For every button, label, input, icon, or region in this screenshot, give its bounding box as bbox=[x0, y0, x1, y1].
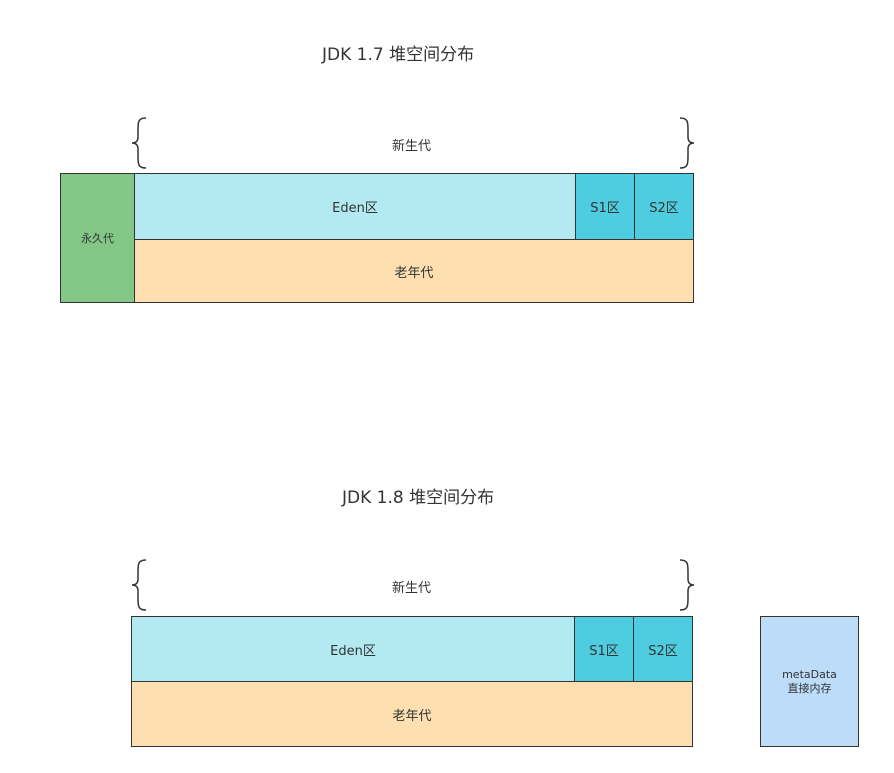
jdk18-young-brace-left bbox=[131, 559, 147, 611]
jdk17-s1-box: S1区 bbox=[575, 173, 635, 240]
jdk18-metadata-label: metaData bbox=[782, 667, 837, 681]
jdk18-s1-label: S1区 bbox=[589, 643, 619, 659]
jdk18-s2-label: S2区 bbox=[648, 643, 678, 659]
jdk18-s1-box: S1区 bbox=[574, 616, 634, 682]
jdk18-eden-box: Eden区 bbox=[131, 616, 575, 682]
jdk17-young-gen-label: 新生代 bbox=[392, 139, 432, 154]
jdk18-old-gen-box: 老年代 bbox=[131, 681, 693, 747]
jdk17-young-brace-right bbox=[679, 117, 695, 169]
jdk18-young-brace-right bbox=[679, 559, 695, 611]
jdk17-s2-label: S2区 bbox=[649, 201, 679, 216]
jdk18-old-gen-label: 老年代 bbox=[392, 708, 432, 724]
jdk18-title: JDK 1.8 堆空间分布 bbox=[342, 488, 495, 508]
jdk17-s1-label: S1区 bbox=[590, 201, 620, 216]
jdk18-s2-box: S2区 bbox=[633, 616, 693, 682]
jdk17-eden-box: Eden区 bbox=[134, 173, 576, 240]
jdk17-eden-label: Eden区 bbox=[332, 201, 378, 216]
jdk18-young-gen-label: 新生代 bbox=[392, 581, 432, 596]
jdk17-old-gen-label: 老年代 bbox=[394, 265, 434, 281]
jdk17-perm-gen-label: 永久代 bbox=[81, 232, 114, 245]
jdk17-old-gen-box: 老年代 bbox=[134, 239, 694, 303]
jdk18-eden-label: Eden区 bbox=[330, 643, 376, 659]
jdk17-young-brace-left bbox=[131, 117, 147, 169]
jdk17-s2-box: S2区 bbox=[634, 173, 694, 240]
jdk18-metadata-box: metaData 直接内存 bbox=[760, 616, 859, 747]
jdk17-title: JDK 1.7 堆空间分布 bbox=[322, 45, 475, 65]
jdk18-direct-memory-label: 直接内存 bbox=[787, 681, 832, 695]
jdk17-perm-gen-box: 永久代 bbox=[60, 173, 135, 303]
